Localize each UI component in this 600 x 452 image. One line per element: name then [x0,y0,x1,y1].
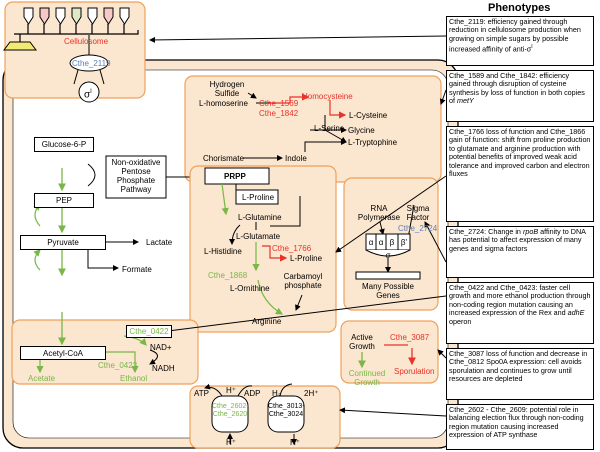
formate-label: Formate [122,265,152,274]
adp-label: ADP [244,389,261,398]
arginine-label: Arginine [252,317,282,326]
l-proline-box [235,189,279,205]
ppp-box [105,155,167,199]
h-plus-top-label: H⁺ [226,386,236,395]
cthe-3013-label: Cthe_3013-Cthe_3024 [268,403,305,418]
cellulosome-label: Cellulosome [64,37,109,46]
h2-label: H₂ [272,389,281,398]
l-proline-box-label: L-Proline [242,193,275,202]
cthe-0422-box: Cthe_0422 [126,325,172,338]
cthe-1842-label: Cthe_1842 [259,109,299,118]
ppp-label: Non-oxidative Pentose Phosphate Pathway [111,158,161,194]
sigma-i-circle [78,81,100,103]
beta-label: β [389,238,395,247]
chorismate-label: Chorismate [203,154,244,163]
phenotype-box-5: Cthe_0422 and Cthe_0423: faster cell gro… [446,282,594,344]
alpha1-label: α [368,238,374,247]
carbamoyl-phosphate-label: Carbamoyl phosphate [283,272,323,290]
indole-label: Indole [285,154,307,163]
rna-pol-dna-strip [355,271,421,280]
l-glutamate-label: L-Glutamate [236,232,281,241]
l-tryptophine-label: L-Tryptophine [348,138,398,147]
cthe-3087-label: Cthe_3087 [390,333,430,342]
ethanol-label: Ethanol [120,374,148,383]
pep-box: PEP [34,193,94,208]
cthe-2119-label: Cthe_2119 [72,59,111,68]
many-genes-label: Many Possible Genes [361,282,415,300]
phenotype-box-4: Cthe_2724: Change in rpoB affinity to DN… [446,226,594,278]
nadh-label: NADH [152,364,175,373]
homocysteine-label: Homocysteine [302,92,353,101]
l-glutamine-label: L-Glutamine [238,213,282,222]
glucose-6-p-box: Glucose-6-P [34,137,94,152]
rna-polymerase-label: RNA Polymerase [357,204,401,222]
glycine-label: Glycine [348,126,375,135]
continued-growth-label: Continued Growth [348,369,386,387]
hydrogen-sulfide-label: Hydrogen Sulfide [209,80,245,98]
atp-synthase-box [211,395,249,433]
phenotypes-title: Phenotypes [488,2,551,14]
l-histidine-label: L-Histidine [204,247,242,256]
cthe-1569-label: Cthe_1569 [259,99,299,108]
cthe-1766-label: Cthe_1766 [272,244,312,253]
cthe-1868-label: Cthe_1868 [208,271,248,280]
sigma-factor-label: Sigma Factor [406,204,430,222]
l-ornithine-label: L-Ornithine [230,284,270,293]
cthe-2724-label: Cthe_2724 [398,224,438,233]
beta-prime-label: β' [400,238,408,247]
prpp-label: PRPP [224,172,246,181]
phenotype-box-3: Cthe_1766 loss of function and Cthe_1866… [446,126,594,222]
phenotype-box-7: Cthe_2602 - Cthe_2609: potential role in… [446,404,594,450]
l-cysteine-label: L-Cysteine [349,111,388,120]
hydrogenase-box [267,395,305,433]
cthe-2602-label: Cthe_2602-Cthe_2620 [212,403,249,418]
phenotype-box-1: Cthe_2119: efficiency gained through red… [446,16,594,66]
phenotype-box-2: Cthe_1589 and Cthe_1842: efficiency gain… [446,70,594,122]
lactate-label: Lactate [146,238,173,247]
h-plus-bottom-1-label: H⁺ [226,438,236,447]
cthe-0423-label: Cthe_0423 [98,361,138,370]
cellulosome-enzymes [23,7,130,25]
alpha2-label: α [378,238,384,247]
nad-plus-label: NAD+ [150,343,172,352]
acetate-label: Acetate [28,374,56,383]
scaffoldin-ticks [27,24,125,34]
acetyl-coa-box: Acetyl-CoA [20,346,106,360]
sporulation-label: Sporulation [394,367,435,376]
l-proline-label: L-Proline [290,254,323,263]
prpp-box [204,167,270,185]
two-h-plus-label: 2H⁺ [304,389,319,398]
pyruvate-box: Pyruvate [20,235,106,250]
active-growth-label: Active Growth [349,333,375,351]
anchor-trapezoid [3,41,37,51]
l-homoserine-label: L-homoserine [199,99,248,108]
h-plus-bottom-2-label: H⁺ [290,438,300,447]
atp-label: ATP [194,389,209,398]
sigma-label: σ [385,251,391,260]
scaffoldin-line [14,30,139,35]
sigma-i-label: σI [84,89,92,101]
l-serine-label: L-Serine [314,124,345,133]
phenotype-box-6: Cthe_3087 loss of function and decrease … [446,348,594,400]
